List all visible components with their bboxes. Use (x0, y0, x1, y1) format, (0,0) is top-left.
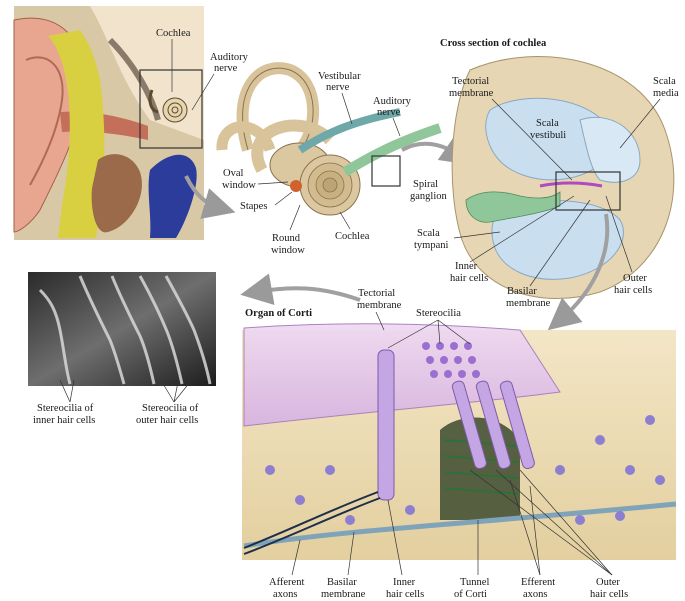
label-tectorial-membrane-cs-1: Tectorial (452, 76, 489, 87)
label-basilar-membrane-cs-2: membrane (506, 298, 551, 309)
label-auditory-nerve-ear-1: Auditory (210, 52, 249, 63)
label-stereocilia-oc: Stereocilia (416, 308, 461, 319)
outer-ear-panel: Cochlea Auditory nerve (14, 6, 249, 240)
inner-hair-cell-column (378, 350, 394, 500)
auditory-nerve-inner (345, 128, 440, 172)
label-scala-media-2: media (653, 88, 679, 99)
inner-highlight-box (372, 156, 400, 186)
label-scala-vestibuli-1: Scala (536, 118, 559, 129)
label-efferent-axons-2: axons (523, 589, 548, 600)
label-inner-stereocilia-2: inner hair cells (33, 415, 95, 426)
stapes (290, 180, 302, 192)
label-basilar-membrane-cs-1: Basilar (507, 286, 537, 297)
micrograph-panel: Stereocilia of inner hair cells Stereoci… (28, 272, 216, 426)
label-efferent-axons-1: Efferent (521, 577, 555, 588)
label-inner-stereocilia-1: Stereocilia of (37, 403, 94, 414)
label-vestibular-nerve-1: Vestibular (318, 71, 361, 82)
label-basilar-membrane-oc-2: membrane (321, 589, 366, 600)
label-outer-stereocilia-1: Stereocilia of (142, 403, 199, 414)
label-round-window-1: Round (272, 233, 301, 244)
label-afferent-axons-1: Afferent (269, 577, 304, 588)
cochlea-small-icon (163, 98, 187, 122)
sem-image (28, 272, 216, 386)
label-vestibular-nerve-2: nerve (326, 82, 350, 93)
heading-organ-of-corti: Organ of Corti (245, 308, 312, 319)
label-scala-vestibuli-2: vestibuli (530, 130, 566, 141)
heading-cross-section: Cross section of cochlea (440, 38, 547, 49)
label-outer-stereocilia-2: outer hair cells (136, 415, 198, 426)
label-inner-hair-cells-oc-1: Inner (393, 577, 416, 588)
organ-of-corti-panel: Organ of Corti (242, 288, 676, 600)
label-tunnel-of-corti-2: of Corti (454, 589, 487, 600)
arrow-inner-to-cross (402, 144, 460, 156)
label-spiral-ganglion-1: Spiral (413, 179, 438, 190)
label-auditory-nerve-inner-1: Auditory (373, 96, 412, 107)
label-oval-window-2: window (222, 180, 256, 191)
label-tectorial-membrane-oc-2: membrane (357, 300, 402, 311)
label-round-window-2: window (271, 245, 305, 256)
label-afferent-axons-2: axons (273, 589, 298, 600)
label-cochlea-ear: Cochlea (156, 28, 191, 39)
label-tectorial-membrane-cs-2: membrane (449, 88, 494, 99)
label-outer-hair-cells-cs-1: Outer (623, 273, 647, 284)
label-inner-hair-cells-cs-1: Inner (455, 261, 478, 272)
label-auditory-nerve-inner-2: nerve (377, 107, 401, 118)
label-oval-window-1: Oval (223, 168, 243, 179)
label-basilar-membrane-oc-1: Basilar (327, 577, 357, 588)
label-outer-hair-cells-cs-2: hair cells (614, 285, 652, 296)
label-scala-media-1: Scala (653, 76, 676, 87)
label-outer-hair-cells-oc-1: Outer (596, 577, 620, 588)
label-tunnel-of-corti-1: Tunnel (460, 577, 489, 588)
cross-section-panel: Cross section of cochlea Tectorial membr… (410, 38, 679, 320)
label-spiral-ganglion-2: ganglion (410, 191, 447, 202)
label-stapes: Stapes (240, 201, 267, 212)
label-tectorial-membrane-oc-1: Tectorial (358, 288, 395, 299)
arrow-corti-to-micrograph (256, 288, 360, 300)
label-scala-tympani-2: tympani (414, 240, 448, 251)
label-cochlea-inner: Cochlea (335, 231, 370, 242)
label-outer-hair-cells-oc-2: hair cells (590, 589, 628, 600)
label-scala-tympani-1: Scala (417, 228, 440, 239)
label-inner-hair-cells-oc-2: hair cells (386, 589, 424, 600)
label-auditory-nerve-ear-2: nerve (214, 63, 238, 74)
label-inner-hair-cells-cs-2: hair cells (450, 273, 488, 284)
